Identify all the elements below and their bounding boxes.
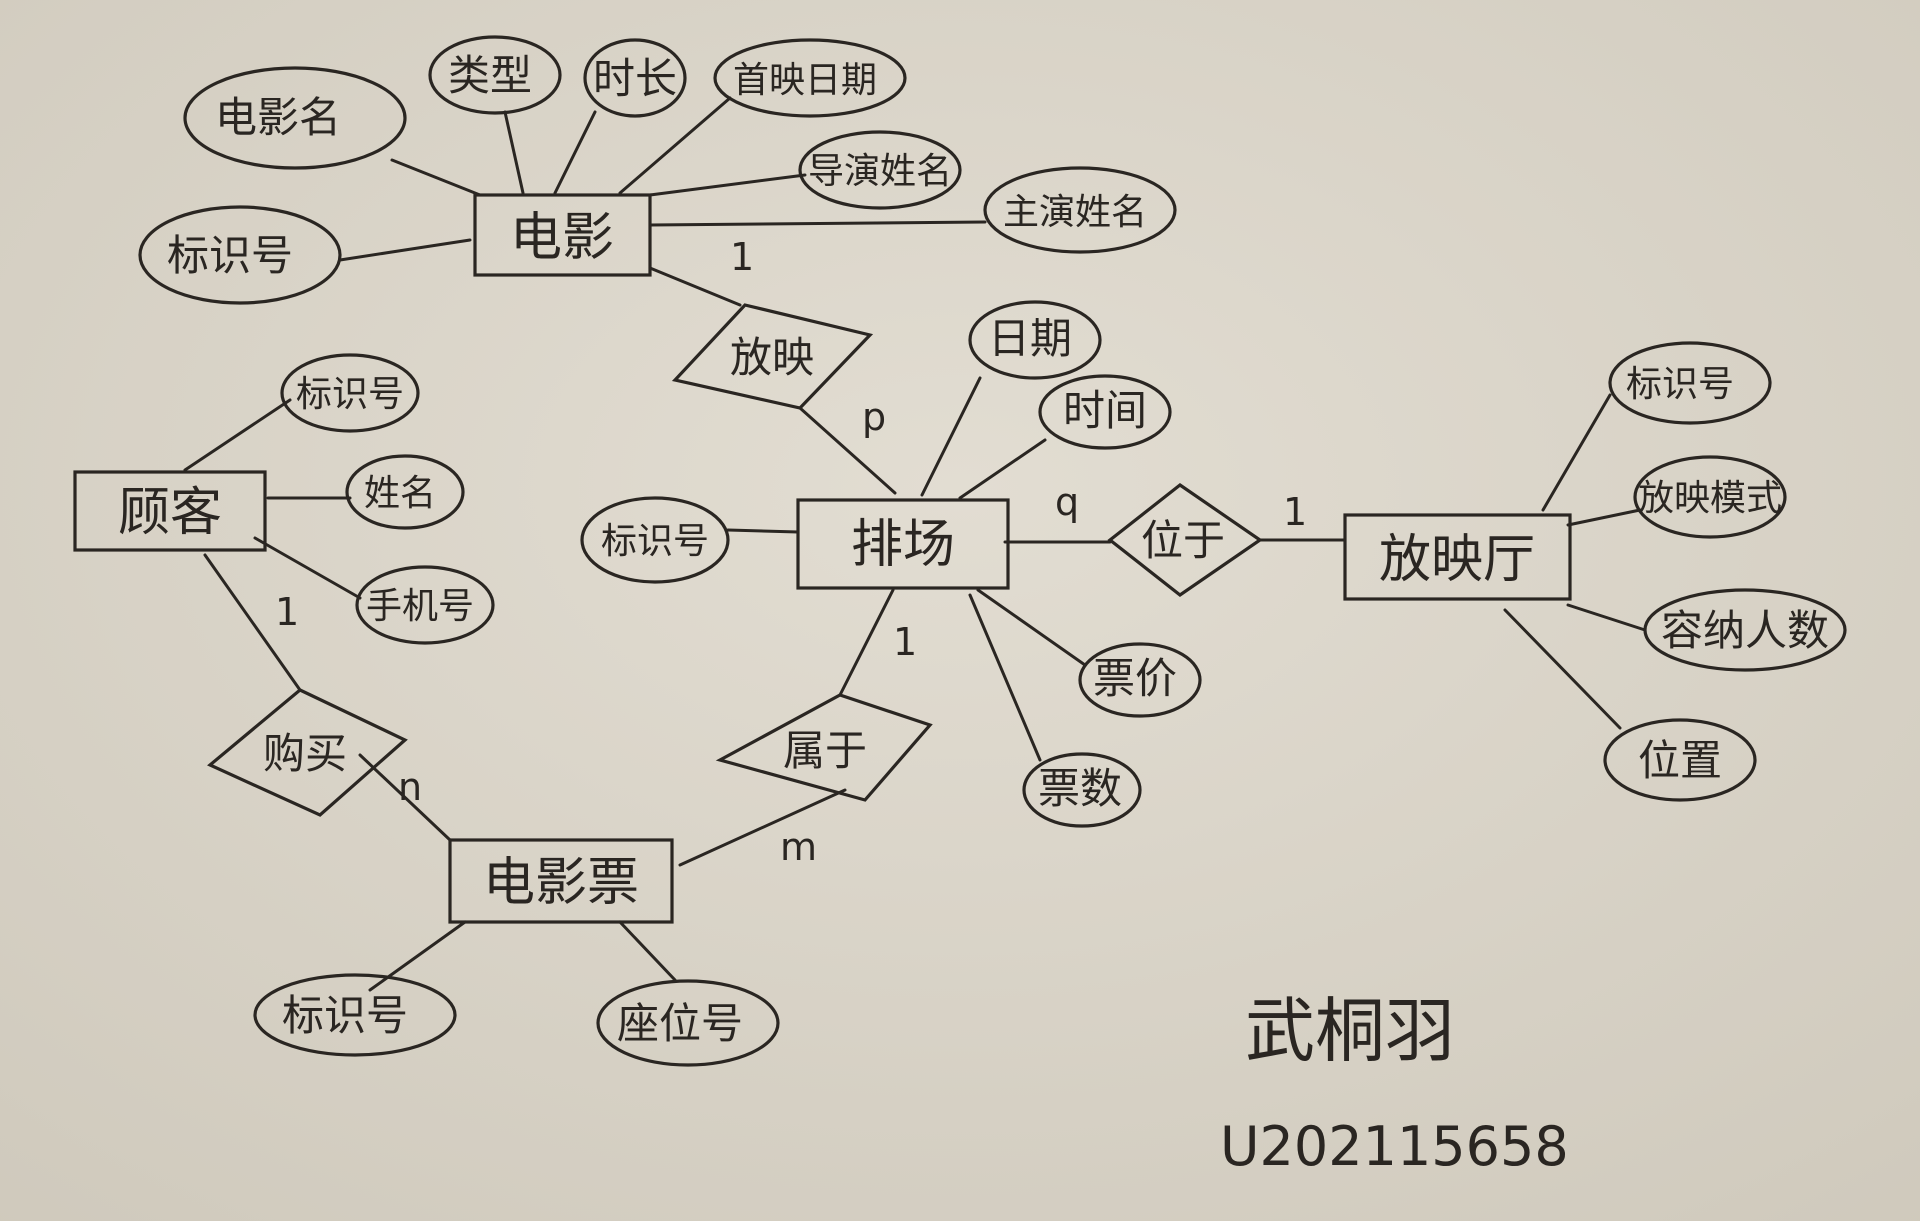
attr-movie-premiere-label: 首映日期 [733,60,877,101]
card-buys-ticket: n [398,765,422,809]
relationship-buys: 购买 [207,688,408,817]
entity-ticket-label: 电影票 [483,853,639,913]
attr-showing-date: 日期 [968,300,1102,380]
attr-hall-capacity: 容纳人数 [1643,588,1847,672]
entity-hall: 放映厅 [1343,513,1572,601]
attr-movie-lead-label: 主演姓名 [1003,192,1147,233]
card-showing-belongs: 1 [893,620,917,664]
card-movie-screens: 1 [730,235,754,279]
entity-showing: 排场 [796,498,1010,590]
entity-showing-label: 排场 [851,515,955,575]
entity-customer: 顾客 [73,470,267,552]
card-belongs-ticket: m [780,825,817,869]
attr-movie-id: 标识号 [138,205,342,305]
card-located-hall: 1 [1283,490,1307,534]
attr-showing-price-label: 票价 [1093,654,1177,703]
attr-movie-lead: 主演姓名 [983,166,1177,254]
attr-showing-price: 票价 [1078,642,1202,718]
attr-hall-capacity-label: 容纳人数 [1661,606,1829,655]
attr-hall-id-label: 标识号 [1626,364,1734,405]
attr-movie-id-label: 标识号 [167,231,293,280]
entity-movie-label: 电影 [510,208,614,268]
signature-name: 武桐羽 [1245,990,1455,1072]
attr-ticket-id: 标识号 [253,973,457,1057]
signature-student-id: U202115658 [1220,1115,1569,1178]
attr-hall-location: 位置 [1603,718,1757,802]
attr-movie-director-label: 导演姓名 [808,151,952,192]
attr-showing-count: 票数 [1022,752,1142,828]
entity-ticket: 电影票 [448,838,674,924]
entity-movie: 电影 [473,193,652,277]
entity-customer-label: 顾客 [118,483,222,543]
attr-hall-location-label: 位置 [1638,736,1722,785]
attr-movie-name: 电影名 [183,66,407,170]
entity-hall-label: 放映厅 [1379,530,1535,590]
attr-movie-premiere: 首映日期 [713,38,907,118]
relationship-belongs-to: 属于 [715,693,933,802]
relationship-screens: 放映 [671,303,874,410]
attr-hall-format-label: 放映模式 [1638,478,1782,519]
attr-ticket-seat: 座位号 [596,979,780,1067]
card-showing-located: q [1055,480,1079,524]
attr-showing-id: 标识号 [580,496,730,584]
attr-ticket-seat-label: 座位号 [617,999,743,1048]
relationship-located-label: 位于 [1141,516,1225,565]
relationship-located-in: 位于 [1107,483,1263,597]
attr-customer-name: 姓名 [345,454,465,530]
relationship-belongs-label: 属于 [783,726,867,775]
attr-showing-date-label: 日期 [988,314,1072,363]
attr-customer-phone: 手机号 [355,565,495,645]
attr-showing-time-label: 时间 [1063,386,1147,435]
attr-movie-duration-label: 时长 [593,54,677,103]
card-screens-showing: p [862,395,886,439]
card-customer-buys: 1 [275,590,299,634]
relationship-buys-label: 购买 [263,729,347,778]
attr-movie-director: 导演姓名 [798,130,962,210]
attr-movie-genre: 类型 [428,35,562,115]
attr-hall-id: 标识号 [1608,341,1772,425]
connector-lines [183,96,1647,992]
attr-customer-id-label: 标识号 [296,374,404,415]
attr-customer-phone-label: 手机号 [366,586,474,627]
attr-movie-name-label: 电影名 [215,93,341,142]
attr-showing-time: 时间 [1038,374,1172,450]
attr-showing-count-label: 票数 [1038,764,1122,813]
attr-ticket-id-label: 标识号 [282,991,408,1040]
relationship-screens-label: 放映 [730,333,814,382]
attr-movie-genre-label: 类型 [448,51,532,100]
attr-customer-id: 标识号 [280,353,420,433]
attr-customer-name-label: 姓名 [364,473,436,514]
attr-showing-id-label: 标识号 [601,521,709,562]
attr-movie-duration: 时长 [583,38,687,118]
attr-hall-format: 放映模式 [1633,455,1787,539]
